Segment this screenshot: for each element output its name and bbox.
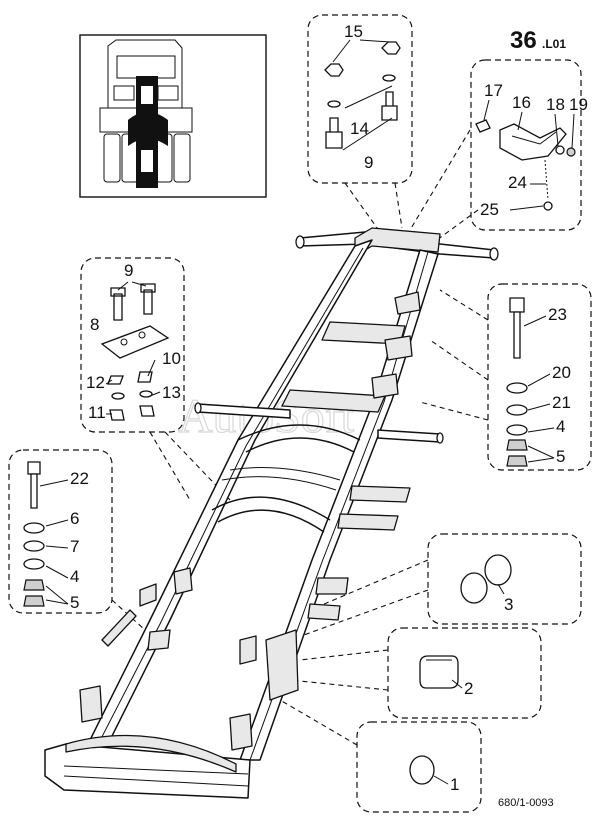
callout-number: 25: [480, 200, 499, 219]
svg-text:.L01: .L01: [542, 37, 566, 51]
callout-box-round-caps: 3: [289, 533, 582, 641]
callout-number: 6: [70, 509, 79, 528]
callout-number: 14: [350, 119, 369, 138]
truck-overview-thumbnail: [79, 34, 267, 198]
callout-number: 11: [88, 403, 106, 422]
callout-number: 9: [364, 153, 373, 172]
callout-number: 7: [70, 537, 79, 556]
callout-number: 20: [552, 363, 571, 382]
callout-number: 4: [556, 417, 565, 436]
callout-number: 1: [450, 775, 459, 794]
callout-number: 12: [86, 373, 105, 392]
callout-box-bolt-set-left: 22 6 7 4 5: [8, 449, 146, 631]
callout-box-bolt-set-top: 15 14 9: [307, 14, 413, 233]
callout-number: 5: [70, 593, 79, 612]
callout-number: 9: [124, 261, 133, 280]
callout-number: 16: [512, 93, 531, 112]
page-reference: 36 .L01: [510, 27, 566, 54]
callout-number: 23: [548, 305, 567, 324]
callout-box-rect-cap: 2: [289, 627, 542, 719]
callout-number: 15: [344, 22, 363, 41]
callout-number: 24: [508, 173, 527, 192]
callout-number: 10: [162, 349, 181, 368]
callout-number: 19: [569, 95, 588, 114]
callout-number: 2: [464, 679, 473, 698]
drawing-code: 680/1-0093: [498, 797, 554, 809]
callout-number: 21: [552, 393, 571, 412]
callout-number: 17: [484, 81, 503, 100]
callout-number: 4: [70, 567, 79, 586]
callout-box-bolt-set-right: 23 20 21 4 5: [419, 283, 592, 471]
callout-box-single-cap: 1: [279, 699, 482, 813]
callout-number: 18: [546, 95, 565, 114]
callout-box-plate-assembly: 9 8 10 12 13 11: [80, 257, 231, 501]
callout-number: 8: [90, 315, 99, 334]
callout-number: 3: [504, 595, 513, 614]
callout-number: 5: [556, 447, 565, 466]
svg-text:36: 36: [510, 27, 537, 54]
callout-box-bracket-chain: 17 16 18 19 24 25: [409, 59, 588, 246]
callout-number: 22: [70, 469, 89, 488]
chassis-frame: [44, 227, 499, 799]
callout-number: 13: [162, 383, 181, 402]
